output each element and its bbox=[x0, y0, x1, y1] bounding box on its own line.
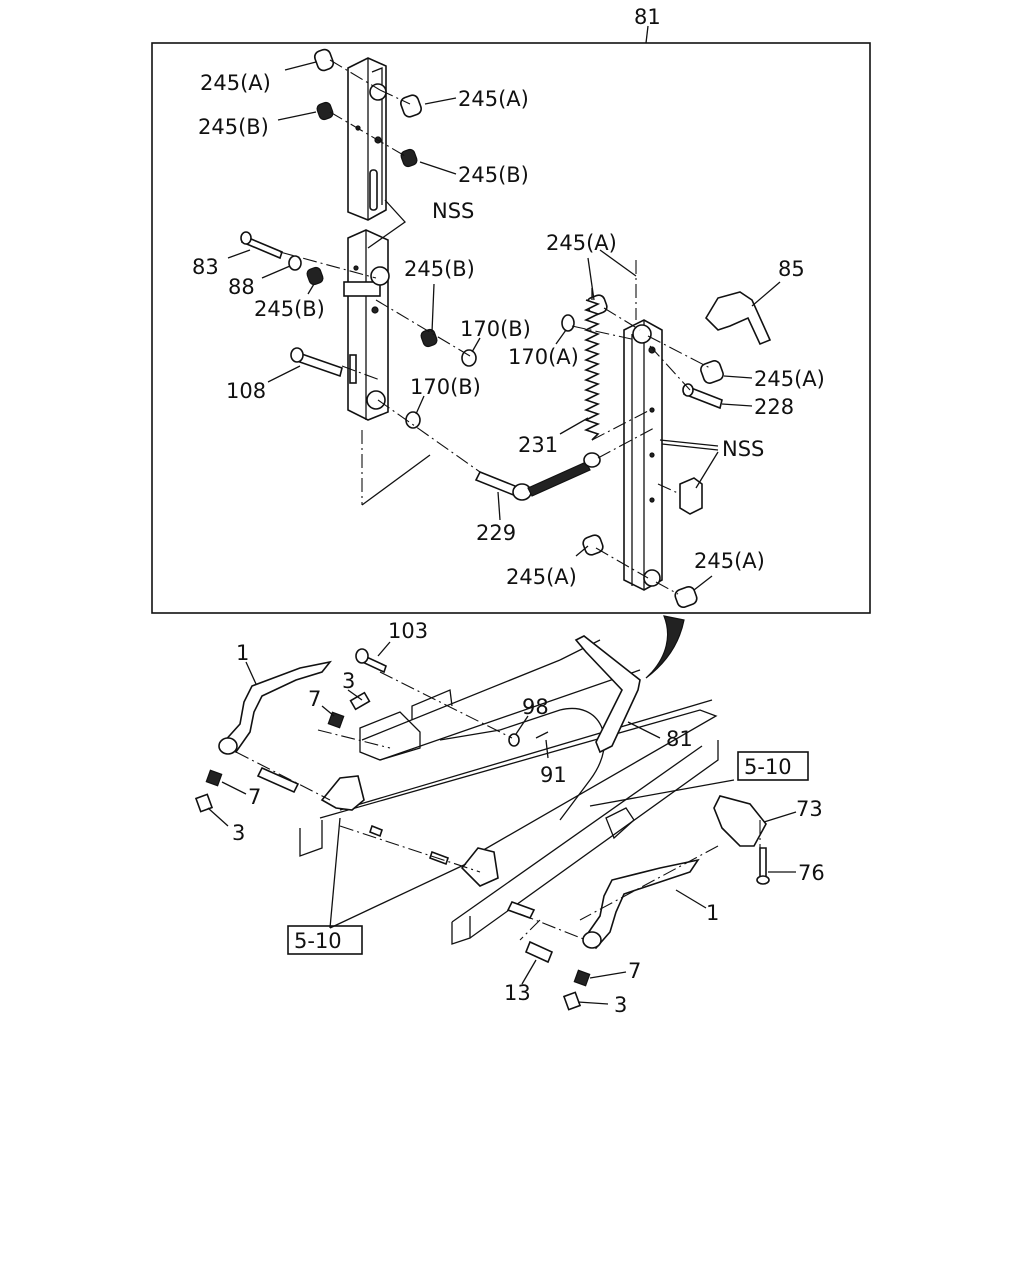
lever-85 bbox=[704, 291, 772, 346]
pin-parts bbox=[240, 231, 723, 410]
centre-lines bbox=[279, 59, 711, 595]
lever-1-right bbox=[584, 858, 700, 950]
label-85: 85 bbox=[778, 257, 805, 281]
lever-1-left bbox=[220, 660, 332, 754]
label-245b-4: 245(B) bbox=[404, 257, 475, 281]
label-7-bottom: 7 bbox=[628, 959, 641, 983]
label-245a-5: 245(A) bbox=[506, 565, 577, 589]
label-7-left: 7 bbox=[248, 785, 261, 809]
detail-frame bbox=[151, 42, 871, 614]
label-3-bottom: 3 bbox=[614, 993, 627, 1017]
detail-arrow bbox=[645, 615, 685, 679]
label-98: 98 bbox=[522, 695, 549, 719]
label-73: 73 bbox=[796, 797, 823, 821]
label-83: 83 bbox=[192, 255, 219, 279]
label-91: 91 bbox=[540, 763, 567, 787]
label-3-left: 3 bbox=[232, 821, 245, 845]
label-nss-2: NSS bbox=[722, 437, 764, 461]
bracket-73 bbox=[713, 795, 767, 847]
label-1-right: 1 bbox=[706, 901, 719, 925]
lever-1-left-eye bbox=[218, 737, 238, 755]
leader-81-top bbox=[645, 25, 649, 44]
label-81-top: 81 bbox=[634, 5, 661, 29]
callout-labels: 81 245(A) 245(A) 245(B) 245(B) NSS 83 88… bbox=[192, 5, 825, 1017]
left-lower-bracket bbox=[343, 229, 390, 421]
label-245a-3: 245(A) bbox=[546, 231, 617, 255]
bolt-13 bbox=[524, 940, 554, 964]
bushing-parts bbox=[306, 48, 724, 608]
lower-leaders bbox=[207, 641, 797, 1005]
label-103: 103 bbox=[388, 619, 428, 643]
detail-box-81 bbox=[151, 25, 871, 614]
ref-box-right bbox=[737, 751, 809, 781]
bolt-76 bbox=[759, 847, 767, 879]
frame-lines bbox=[361, 199, 719, 506]
mount-brackets bbox=[320, 775, 499, 887]
arm-81 bbox=[574, 635, 641, 754]
rod-229 bbox=[474, 452, 601, 501]
label-245a-2: 245(A) bbox=[458, 87, 529, 111]
left-upper-bracket bbox=[347, 57, 387, 221]
label-245b-2: 245(B) bbox=[458, 163, 529, 187]
label-510-right: 5-10 bbox=[744, 755, 792, 779]
lower-centre-lines bbox=[235, 671, 761, 941]
washer-parts bbox=[288, 255, 575, 429]
label-76: 76 bbox=[798, 861, 825, 885]
label-245a-6: 245(A) bbox=[694, 549, 765, 573]
label-81-bottom: 81 bbox=[666, 727, 693, 751]
label-245a-4: 245(A) bbox=[754, 367, 825, 391]
label-170b-2: 170(B) bbox=[410, 375, 481, 399]
lower-assembly bbox=[194, 635, 809, 1011]
label-108: 108 bbox=[226, 379, 266, 403]
label-245b-3: 245(B) bbox=[254, 297, 325, 321]
label-245a-1: 245(A) bbox=[200, 71, 271, 95]
label-170b-1: 170(B) bbox=[460, 317, 531, 341]
label-7-top: 7 bbox=[308, 687, 321, 711]
label-nss-1: NSS bbox=[432, 199, 474, 223]
label-3-top: 3 bbox=[342, 669, 355, 693]
ref-box-left bbox=[287, 925, 363, 955]
fasteners bbox=[194, 691, 591, 1011]
frame-outline bbox=[299, 639, 719, 945]
label-1-top: 1 bbox=[236, 641, 249, 665]
label-245b-1: 245(B) bbox=[198, 115, 269, 139]
lever-1-right-eye bbox=[582, 931, 602, 949]
label-170a: 170(A) bbox=[508, 345, 579, 369]
label-88: 88 bbox=[228, 275, 255, 299]
label-13: 13 bbox=[504, 981, 531, 1005]
leaders bbox=[227, 61, 781, 591]
label-228: 228 bbox=[754, 395, 794, 419]
label-229: 229 bbox=[476, 521, 516, 545]
label-510-left: 5-10 bbox=[294, 929, 342, 953]
label-231: 231 bbox=[518, 433, 558, 457]
right-arm bbox=[623, 319, 663, 591]
